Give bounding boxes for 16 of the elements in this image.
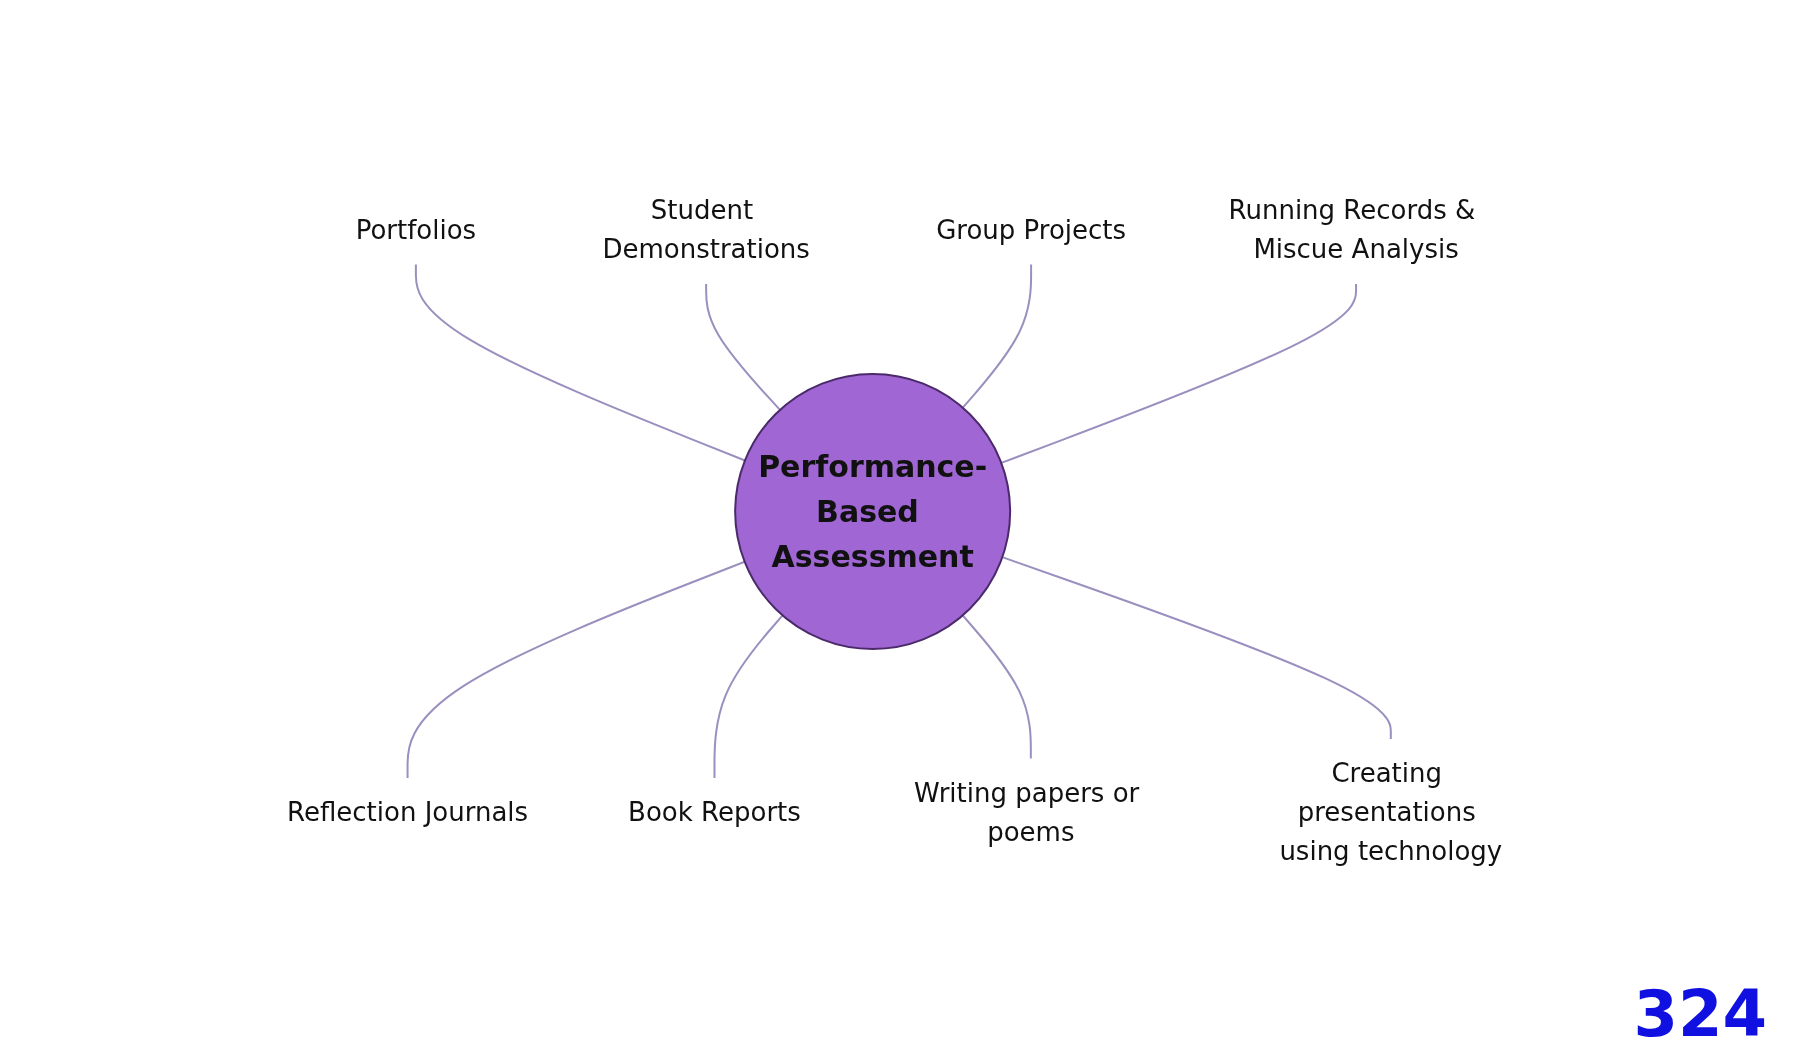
- connector: [406, 560, 746, 779]
- node-text: Running Records & Miscue Analysis: [1228, 194, 1475, 264]
- node-text: Reflection Journals: [286, 796, 528, 827]
- connector: [961, 263, 1032, 409]
- node-text: Student Demonstrations: [601, 194, 810, 264]
- node-text: Group Projects: [935, 214, 1126, 244]
- connector: [713, 613, 784, 779]
- node-text: Portfolios: [355, 214, 476, 244]
- connector: [414, 263, 746, 461]
- node-text: Writing papers or poems: [913, 777, 1139, 846]
- page-number: 324: [1633, 977, 1767, 1051]
- node-text: Book Reports: [627, 796, 801, 827]
- connector: [704, 282, 781, 411]
- node-circle: Performance-Based Assessment: [733, 372, 1011, 650]
- connector: [961, 613, 1032, 759]
- node-text: Creating presentations using technology: [1278, 757, 1502, 866]
